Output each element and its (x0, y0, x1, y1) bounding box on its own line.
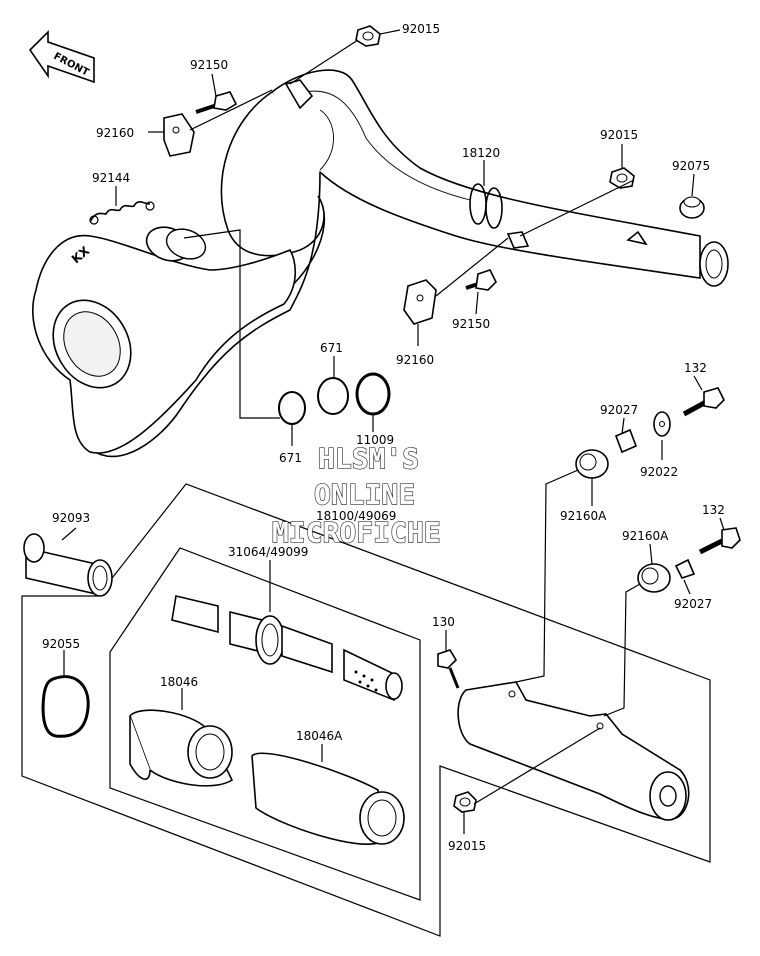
label-130: 130 (432, 615, 455, 629)
o-ring-671-b (317, 377, 349, 415)
packing-18046 (129, 709, 234, 787)
expansion-chamber-icon: KX (32, 69, 729, 458)
label-92022: 92022 (640, 465, 678, 479)
label-92160A-a: 92160A (560, 509, 607, 523)
label-92027-a: 92027 (600, 403, 638, 417)
gasket-11009 (355, 372, 391, 416)
label-18046: 18046 (160, 675, 198, 689)
label-18046A: 18046A (296, 729, 343, 743)
tube-92093 (23, 533, 113, 597)
o-ring-671-a (278, 391, 306, 425)
spring-92144 (89, 201, 155, 225)
watermark-line-2: ONLINE (314, 478, 415, 511)
silencer-icon (457, 681, 690, 821)
label-92055: 92055 (42, 637, 80, 651)
label-92015-bot: 92015 (448, 839, 486, 853)
label-92144: 92144 (92, 171, 130, 185)
washer-92022 (653, 411, 671, 437)
watermark: HLSM'S ONLINE MICROFICHE (271, 441, 441, 549)
label-18100: 18100/49069 (316, 509, 396, 523)
label-31064: 31064/49099 (228, 545, 308, 559)
label-671-a: 671 (279, 451, 302, 465)
label-92160-mid: 92160 (396, 353, 434, 367)
bolt-130 (437, 649, 460, 689)
grommet-92160A-b (637, 563, 671, 593)
label-671-b: 671 (320, 341, 343, 355)
front-arrow-icon: FRONT (28, 30, 95, 84)
collar-92027-b (674, 558, 696, 579)
nut-92015-bot (453, 791, 477, 813)
bolt-132-a (682, 387, 725, 417)
bracket-92160-top (163, 113, 195, 157)
label-18120: 18120 (462, 146, 500, 160)
label-92160A-b: 92160A (622, 529, 669, 543)
core-pipe-31064 (171, 595, 403, 702)
collar-92027-a (614, 428, 638, 454)
label-92015-mid: 92015 (600, 128, 638, 142)
nut-92015-top (355, 25, 381, 47)
bolt-92150-mid (465, 269, 497, 291)
gasket-92055 (41, 675, 90, 738)
label-92160-top: 92160 (96, 126, 134, 140)
label-92027-b: 92027 (674, 597, 712, 611)
bolt-132-b (698, 527, 741, 555)
packing-18046A (251, 752, 405, 846)
label-132-b: 132 (702, 503, 725, 517)
label-92075: 92075 (672, 159, 710, 173)
leader-lines-lower (61, 375, 725, 834)
label-92150-mid: 92150 (452, 317, 490, 331)
nut-92015-mid (609, 167, 635, 189)
label-132-a: 132 (684, 361, 707, 375)
part-labels: 92015 92150 92160 92144 18120 92015 9207… (42, 22, 725, 853)
leader-lines-upper (115, 29, 695, 446)
watermark-line-1: HLSM'S (318, 442, 419, 475)
bolt-92150-top (195, 91, 238, 114)
bracket-92160-mid (403, 279, 437, 325)
silencer-box-outline (21, 483, 711, 937)
label-92015-top: 92015 (402, 22, 440, 36)
watermark-line-3: MICROFICHE (272, 516, 441, 549)
label-92093: 92093 (52, 511, 90, 525)
label-11009: 11009 (356, 433, 394, 447)
label-92150-top: 92150 (190, 58, 228, 72)
grommet-92160A-a (575, 449, 609, 479)
grommet-92075 (679, 196, 705, 219)
